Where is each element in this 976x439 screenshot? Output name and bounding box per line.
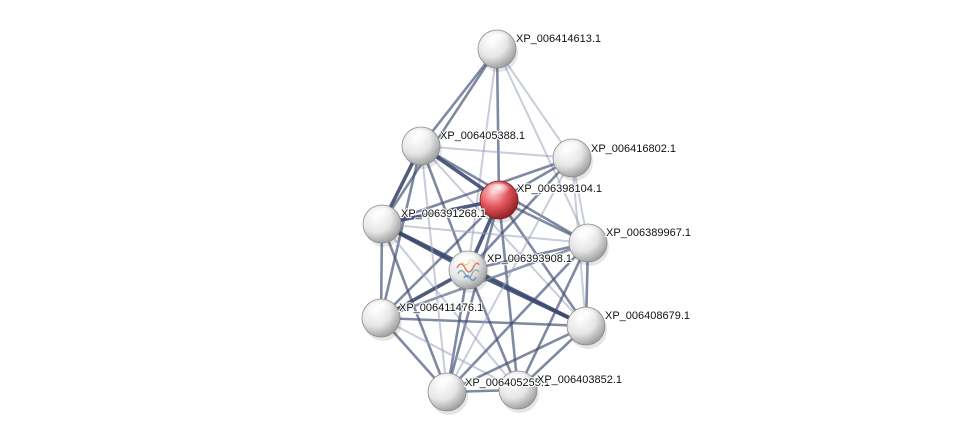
- edge-n3-n8: [497, 198, 588, 328]
- edge-n1-n6: [419, 144, 470, 272]
- edge-n4-n10: [381, 223, 519, 391]
- node-n5[interactable]: [568, 223, 609, 266]
- edge-n3-n9: [445, 198, 501, 394]
- node-gloss: [485, 183, 513, 201]
- node-label: XP_006405255.1: [465, 377, 550, 389]
- edge-n2-n4: [380, 156, 574, 226]
- labels-layer: XP_006414613.1XP_006405388.1XP_006416802…: [398, 32, 692, 390]
- node-gloss: [407, 129, 435, 147]
- node-label: XP_006416802.1: [591, 143, 676, 155]
- edge-n5-n10: [516, 241, 590, 392]
- node-gloss: [574, 226, 602, 244]
- node-label: XP_006393908.1: [487, 253, 572, 265]
- node-gloss: [558, 141, 586, 159]
- edge-n5-n6: [466, 241, 590, 272]
- node-gloss: [454, 253, 482, 271]
- node-gloss: [483, 32, 511, 50]
- edge-n0-n5: [496, 48, 589, 244]
- edge-n5-n9: [445, 241, 590, 394]
- edge-n4-n9: [380, 222, 449, 394]
- edge-n1-n2: [420, 145, 573, 159]
- edge-n0-n2: [496, 48, 573, 159]
- node-n6[interactable]: [448, 250, 489, 293]
- edge-n6-n9: [445, 268, 470, 394]
- node-label: XP_006391268.1: [401, 208, 486, 220]
- edge-n0-n3: [495, 47, 501, 202]
- edge-n4-n5: [381, 223, 589, 244]
- node-n9[interactable]: [427, 372, 468, 415]
- node-n7[interactable]: [361, 298, 402, 341]
- edge-n7-n10: [380, 317, 519, 391]
- node-n10[interactable]: [498, 370, 539, 413]
- edge-n2-n9: [446, 157, 573, 393]
- edges-layer: [379, 47, 590, 394]
- node-n4[interactable]: [362, 204, 403, 247]
- edge-n3-n7: [379, 198, 501, 320]
- nodes-layer: [361, 29, 609, 415]
- node-label: XP_006403852.1: [537, 374, 622, 386]
- node-n1[interactable]: [401, 126, 442, 169]
- edge-n0-n1: [419, 47, 499, 148]
- node-label: XP_006405388.1: [440, 130, 525, 142]
- node-label: XP_006389967.1: [606, 227, 691, 239]
- node-n2[interactable]: [552, 138, 593, 181]
- node-gloss: [367, 301, 395, 319]
- edge-n3-n10: [497, 198, 520, 392]
- edge-n6-n10: [466, 268, 520, 392]
- node-gloss: [572, 309, 600, 327]
- edge-n7-n5: [380, 242, 589, 319]
- node-n3[interactable]: [479, 180, 520, 223]
- node-n8[interactable]: [566, 306, 607, 349]
- node-label: XP_006414613.1: [516, 33, 601, 45]
- node-n0[interactable]: [477, 29, 518, 72]
- edge-n0-n4: [380, 47, 499, 226]
- node-gloss: [504, 373, 532, 391]
- node-label: XP_006398104.1: [517, 183, 602, 195]
- node-gloss: [433, 375, 461, 393]
- edge-n1-n9: [420, 145, 448, 393]
- node-label: XP_006408679.1: [605, 310, 690, 322]
- edge-n8-n9: [445, 324, 588, 394]
- node-label: XP_006411476.1: [399, 302, 483, 314]
- edge-n3-n4: [380, 198, 501, 226]
- node-gloss: [368, 207, 396, 225]
